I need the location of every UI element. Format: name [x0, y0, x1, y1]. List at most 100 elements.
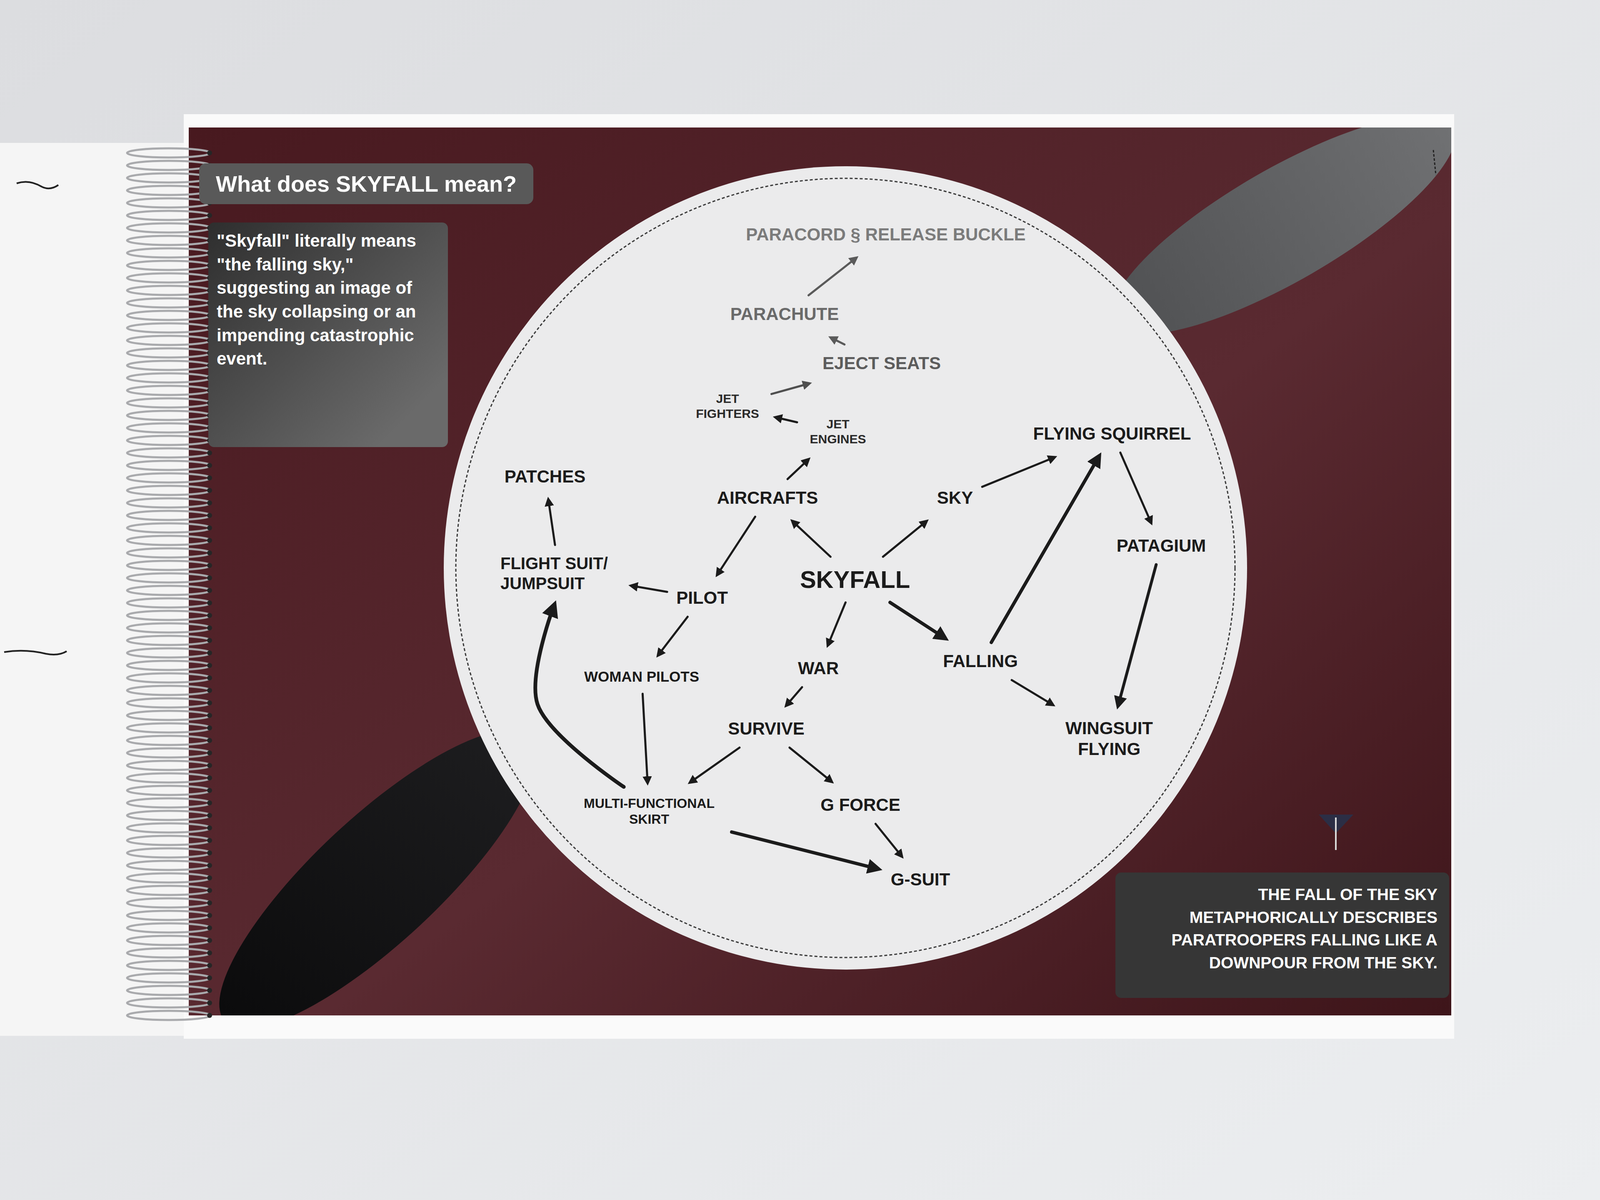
- mind-map-word: PATAGIUM: [1115, 534, 1208, 558]
- spiral-ring: [127, 985, 213, 995]
- punch-hole: [207, 862, 213, 868]
- spiral-ring: [127, 548, 213, 558]
- mind-map-word: G FORCE: [818, 793, 902, 817]
- punch-hole: [207, 925, 213, 931]
- punch-hole: [207, 887, 213, 893]
- ring-wire: [127, 860, 211, 870]
- ring-wire: [127, 273, 211, 283]
- node-label: G FORCE: [820, 794, 900, 816]
- spiral-ring: [127, 735, 213, 745]
- arrow-connector: [1011, 680, 1053, 705]
- spiral-ring: [127, 460, 213, 470]
- mind-map-word: PARACHUTE: [728, 302, 841, 326]
- mind-map-word: PATCHES: [502, 465, 588, 488]
- punch-hole: [207, 787, 213, 793]
- spiral-ring: [127, 748, 213, 758]
- punch-hole: [207, 1000, 213, 1006]
- punch-hole: [207, 550, 213, 556]
- node-label: PILOT: [676, 587, 728, 609]
- spiral-ring: [127, 410, 213, 420]
- mind-map-word: AIRCRAFTS: [715, 486, 820, 510]
- mind-map-word: FLYING SQUIRREL: [1031, 422, 1193, 445]
- punch-hole: [207, 950, 213, 956]
- mind-map-word: MULTI-FUNCTIONAL SKIRT: [574, 794, 725, 829]
- spiral-ring: [127, 860, 213, 870]
- title-banner: What does SKYFALL mean?: [199, 163, 534, 205]
- punch-hole: [207, 825, 213, 831]
- ring-wire: [127, 173, 211, 183]
- punch-hole: [207, 912, 213, 918]
- stitch-line: [1433, 150, 1436, 175]
- ring-wire: [127, 498, 211, 508]
- spiral-ring: [127, 673, 213, 683]
- arrow-connector: [890, 602, 944, 638]
- mind-map-word: PILOT: [674, 586, 730, 610]
- spiral-ring: [127, 510, 213, 520]
- punch-hole: [207, 675, 213, 681]
- spiral-ring: [127, 885, 213, 895]
- ring-wire: [127, 373, 211, 383]
- ring-wire: [127, 210, 211, 220]
- spiral-ring: [127, 523, 213, 533]
- punch-hole: [207, 612, 213, 618]
- ring-wire: [127, 998, 211, 1008]
- arrow-connector: [1118, 564, 1157, 705]
- node-label: PARACHUTE: [730, 303, 840, 325]
- ring-wire: [127, 398, 211, 408]
- spiral-ring: [127, 335, 213, 345]
- spiral-ring: [127, 760, 213, 770]
- ring-wire: [127, 548, 211, 558]
- ring-wire: [127, 435, 211, 445]
- ring-wire: [127, 660, 211, 670]
- arrow-connector: [875, 823, 902, 856]
- node-label: MULTI-FUNCTIONAL SKIRT: [575, 795, 723, 828]
- ring-wire: [127, 460, 211, 470]
- ring-wire: [127, 760, 211, 770]
- arrow-connector: [776, 417, 798, 423]
- ring-wire: [127, 910, 211, 920]
- spiral-ring: [127, 935, 213, 945]
- spiral-ring: [127, 698, 213, 708]
- ring-wire: [127, 523, 211, 533]
- mind-map-word: EJECT SEATS: [820, 352, 943, 375]
- ring-wire: [127, 285, 211, 295]
- ring-wire: [127, 510, 211, 520]
- spiral-ring: [127, 785, 213, 795]
- arrow-connector: [828, 602, 846, 645]
- spiral-ring: [127, 923, 213, 933]
- punch-hole: [207, 475, 213, 481]
- punch-hole: [207, 662, 213, 668]
- ring-wire: [127, 473, 211, 483]
- arrow-connector: [548, 500, 555, 545]
- ring-wire: [127, 748, 211, 758]
- node-label: EJECT SEATS: [822, 352, 941, 374]
- node-label: SURVIVE: [727, 718, 805, 740]
- spiral-ring: [127, 485, 213, 495]
- spiral-ring: [127, 348, 213, 358]
- spiral-ring: [127, 1010, 213, 1020]
- spiral-ring: [127, 773, 213, 783]
- note-box: THE FALL OF THE SKY METAPHORICALLY DESCR…: [1115, 872, 1450, 998]
- node-label: AIRCRAFTS: [717, 487, 819, 509]
- spiral-ring: [127, 960, 213, 970]
- node-label: PARACORD § RELEASE BUCKLE: [745, 224, 1026, 245]
- spiral-ring: [127, 273, 213, 283]
- punch-hole: [207, 987, 213, 993]
- spiral-ring: [127, 848, 213, 858]
- spiral-ring: [127, 685, 213, 695]
- ring-wire: [127, 685, 211, 695]
- spiral-ring: [127, 723, 213, 733]
- ring-wire: [127, 623, 211, 633]
- ring-wire: [127, 935, 211, 945]
- leaf-group: [188, 127, 1452, 1016]
- spiral-ring: [127, 898, 213, 908]
- ring-wire: [127, 485, 211, 495]
- ring-wire: [127, 785, 211, 795]
- punch-hole: [207, 700, 213, 706]
- mind-map-word: JET ENGINES: [804, 415, 872, 448]
- spiral-ring: [127, 235, 213, 245]
- mind-map-word: FLIGHT SUIT/ JUMPSUIT: [498, 552, 620, 595]
- ring-wire: [127, 810, 211, 820]
- punch-hole: [207, 762, 213, 768]
